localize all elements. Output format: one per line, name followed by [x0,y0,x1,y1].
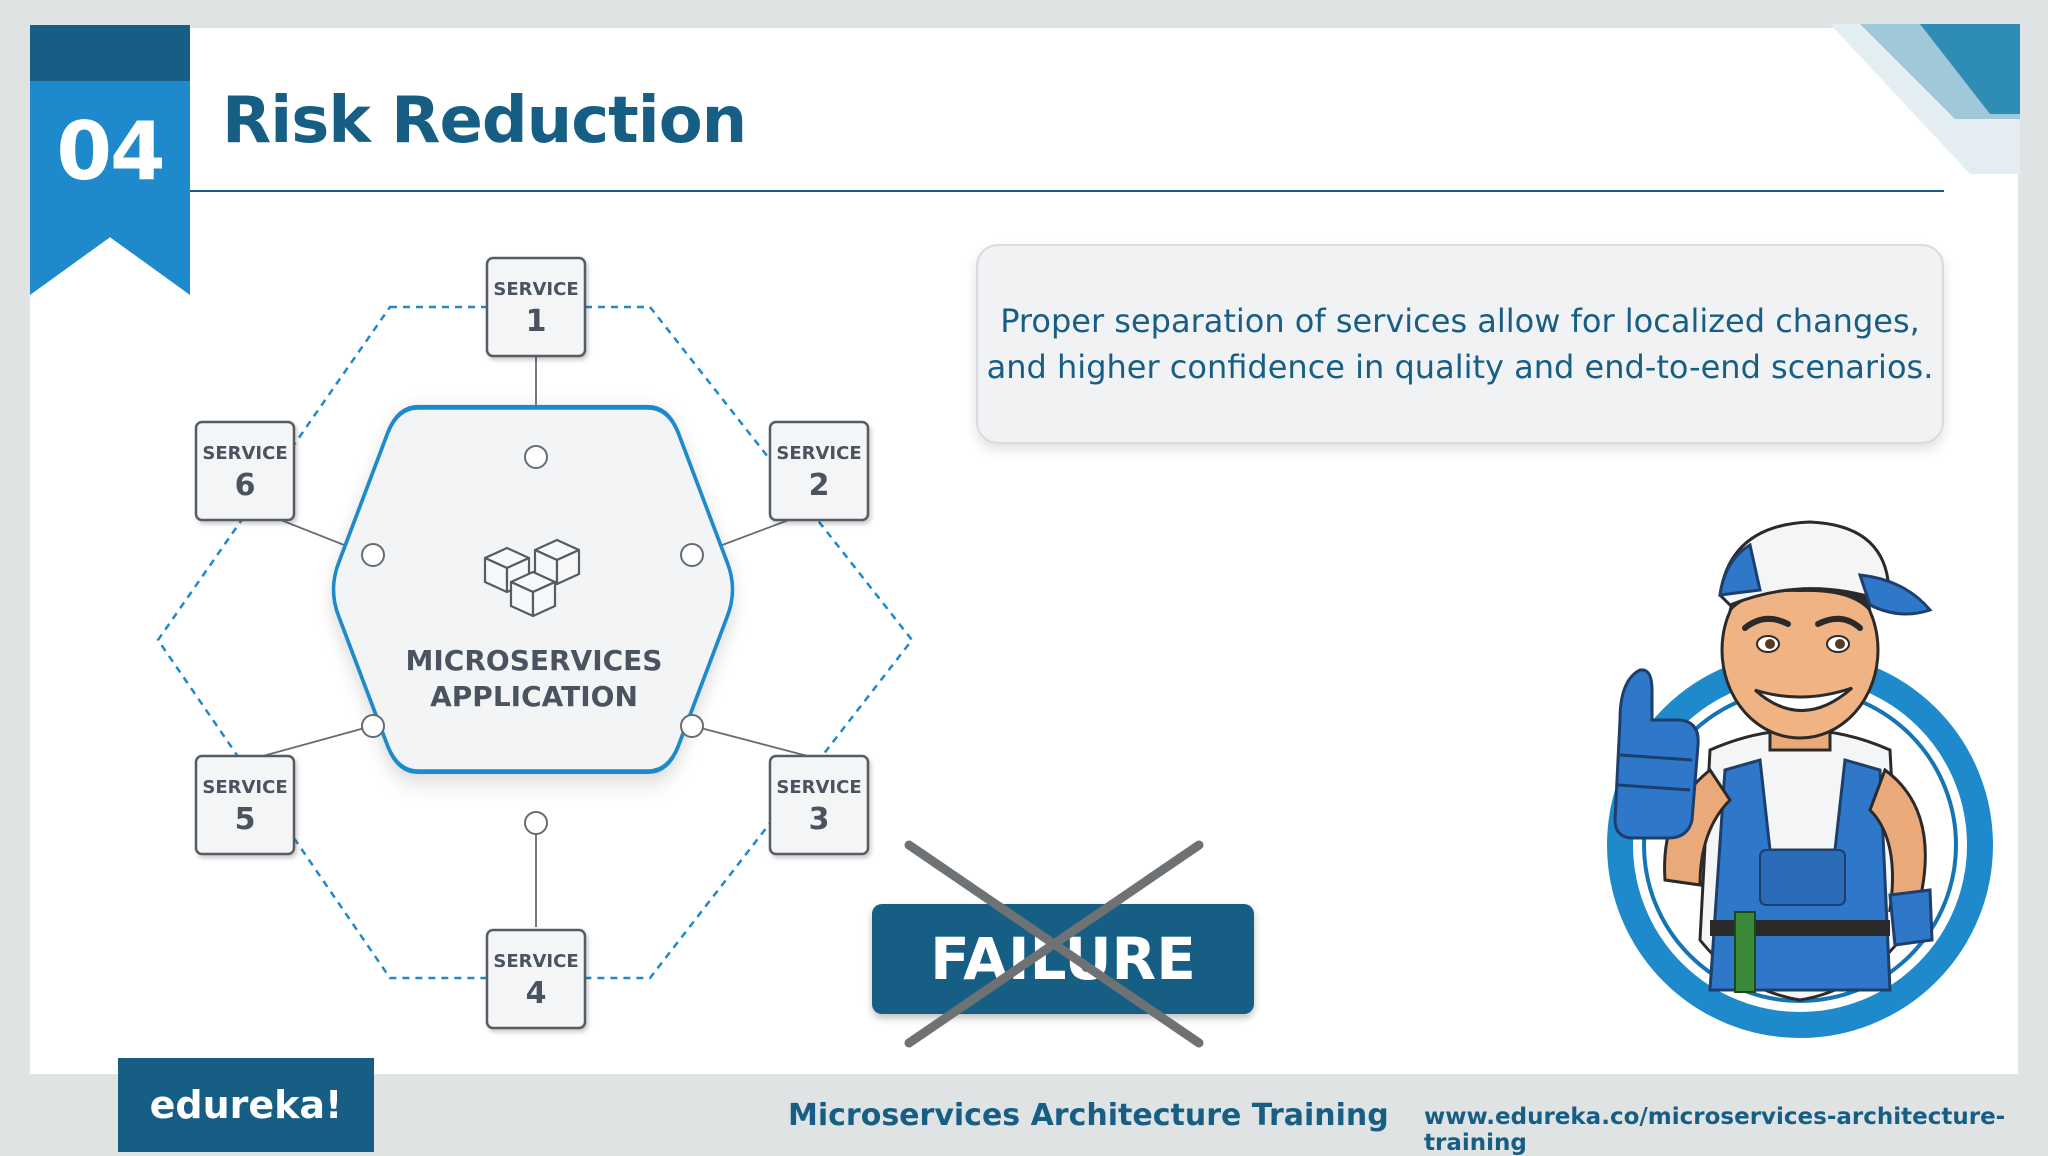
description-text: Proper separation of services allow for … [987,298,1934,390]
course-url: www.edureka.co/microservices-architectur… [1424,1104,2006,1156]
title-divider [190,190,1944,192]
service-label: SERVICE [202,443,287,464]
slide-title: Risk Reduction [222,84,747,158]
connector-nodes [361,445,704,835]
service-box-3: SERVICE 3 [768,754,870,856]
outer-dashed-hexagon [156,305,914,980]
center-label-line2: APPLICATION [430,680,638,713]
service-box-1: SERVICE 1 [485,256,587,358]
service-number: 5 [235,802,256,837]
service-box-2: SERVICE 2 [768,420,870,522]
cubes-icon [483,538,581,618]
center-label-line1: MICROSERVICES [406,644,663,677]
corner-decoration [1830,24,2020,174]
service-label: SERVICE [493,951,578,972]
service-box-5: SERVICE 5 [194,754,296,856]
thumbs-up-worker-icon [1607,520,1993,1038]
service-number: 2 [809,468,830,503]
service-label: SERVICE [202,777,287,798]
slide-number: 04 [56,105,165,198]
service-box-4: SERVICE 4 [485,928,587,1030]
service-label: SERVICE [776,443,861,464]
description-box: Proper separation of services allow for … [976,244,1944,444]
brand-logo: edureka! [118,1058,374,1152]
service-box-6: SERVICE 6 [194,420,296,522]
service-label: SERVICE [493,279,578,300]
cross-icon [904,840,1204,1048]
description-line-2: and higher confidence in quality and end… [986,348,1934,386]
service-number: 6 [235,468,256,503]
ribbon-top [30,25,190,81]
service-number: 4 [526,976,547,1011]
course-title: Microservices Architecture Training [788,1098,1389,1133]
microservices-diagram: MICROSERVICES APPLICATION SERVICE 1 SERV… [156,256,914,1030]
service-number: 1 [526,304,547,339]
service-number: 3 [809,802,830,837]
service-label: SERVICE [776,777,861,798]
description-line-1: Proper separation of services allow for … [1000,302,1920,340]
